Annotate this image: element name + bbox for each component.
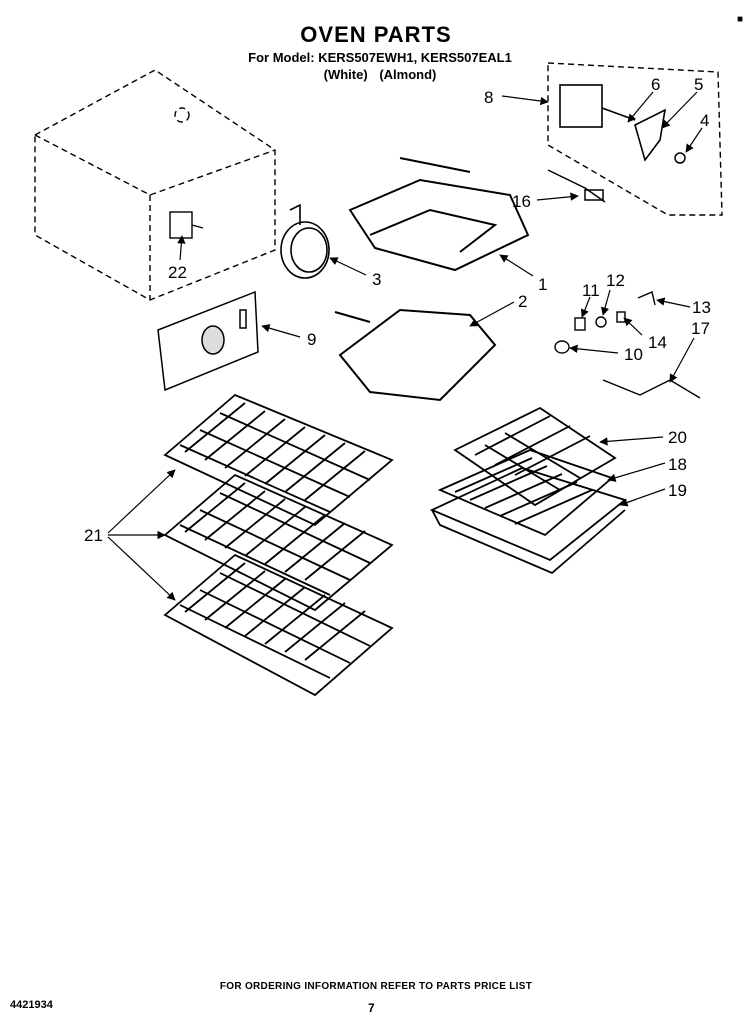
page-number: 7: [368, 1001, 375, 1015]
callout-11: 11: [582, 281, 600, 300]
part-5-fan-blade: [634, 108, 667, 162]
broiler-pan-assembly: [429, 406, 627, 575]
part-1-broil-element: [348, 157, 530, 272]
part-14-insulator: [616, 311, 626, 323]
callout-21: 21: [84, 526, 103, 545]
ordering-info-footer: FOR ORDERING INFORMATION REFER TO PARTS …: [219, 981, 533, 992]
part-19-pan: [429, 467, 627, 575]
callout-17: 17: [691, 319, 710, 338]
part-11-clip: [574, 317, 586, 331]
page-title: OVEN PARTS: [300, 22, 452, 47]
rack-top: [163, 393, 394, 527]
part-4-nut: [674, 152, 686, 164]
color-white: (White): [323, 67, 368, 82]
callout-3: 3: [372, 270, 381, 289]
callout-16: 16: [512, 192, 531, 211]
part-16-sensor: [547, 169, 606, 203]
part-18-insert: [437, 449, 614, 537]
callout-8: 8: [484, 88, 493, 107]
rack-middle: [163, 473, 394, 612]
part-2-bake-element: [334, 308, 497, 402]
part-10-nut: [554, 340, 570, 354]
leader-lines: [107, 91, 703, 601]
rack-bottom: [163, 553, 394, 697]
callout-4: 4: [700, 111, 709, 130]
part-12-washer: [595, 316, 607, 328]
part-13-bracket: [637, 291, 656, 306]
convection-motor-box: [547, 62, 723, 216]
color-almond: (Almond): [379, 67, 437, 82]
color-variants: (White) (Almond): [230, 67, 530, 82]
document-number: 4421934: [10, 999, 53, 1011]
part-9-rear-panel: [157, 290, 259, 392]
part-21-racks: [163, 393, 394, 697]
oven-cavity: [34, 69, 276, 301]
callout-18: 18: [668, 455, 687, 474]
corner-mark: ■: [737, 14, 744, 25]
callout-9: 9: [307, 330, 316, 349]
callout-5: 5: [694, 75, 703, 94]
small-hardware: [554, 291, 701, 399]
callout-12: 12: [606, 271, 625, 290]
callout-22: 22: [168, 263, 187, 282]
part-3-shroud: [280, 203, 330, 279]
part-22-bracket: [169, 211, 204, 239]
callout-13: 13: [692, 298, 711, 317]
callout-14: 14: [648, 333, 667, 352]
callout-1: 1: [538, 275, 547, 294]
callout-6: 6: [651, 75, 660, 94]
part-8-motor: [559, 84, 636, 128]
callout-2: 2: [518, 292, 527, 311]
callout-19: 19: [668, 481, 687, 500]
callout-20: 20: [668, 428, 687, 447]
callout-10: 10: [624, 345, 643, 364]
part-17-probe: [602, 379, 701, 399]
model-line: For Model: KERS507EWH1, KERS507EAL1: [248, 50, 512, 65]
part-20-grid: [453, 406, 617, 507]
